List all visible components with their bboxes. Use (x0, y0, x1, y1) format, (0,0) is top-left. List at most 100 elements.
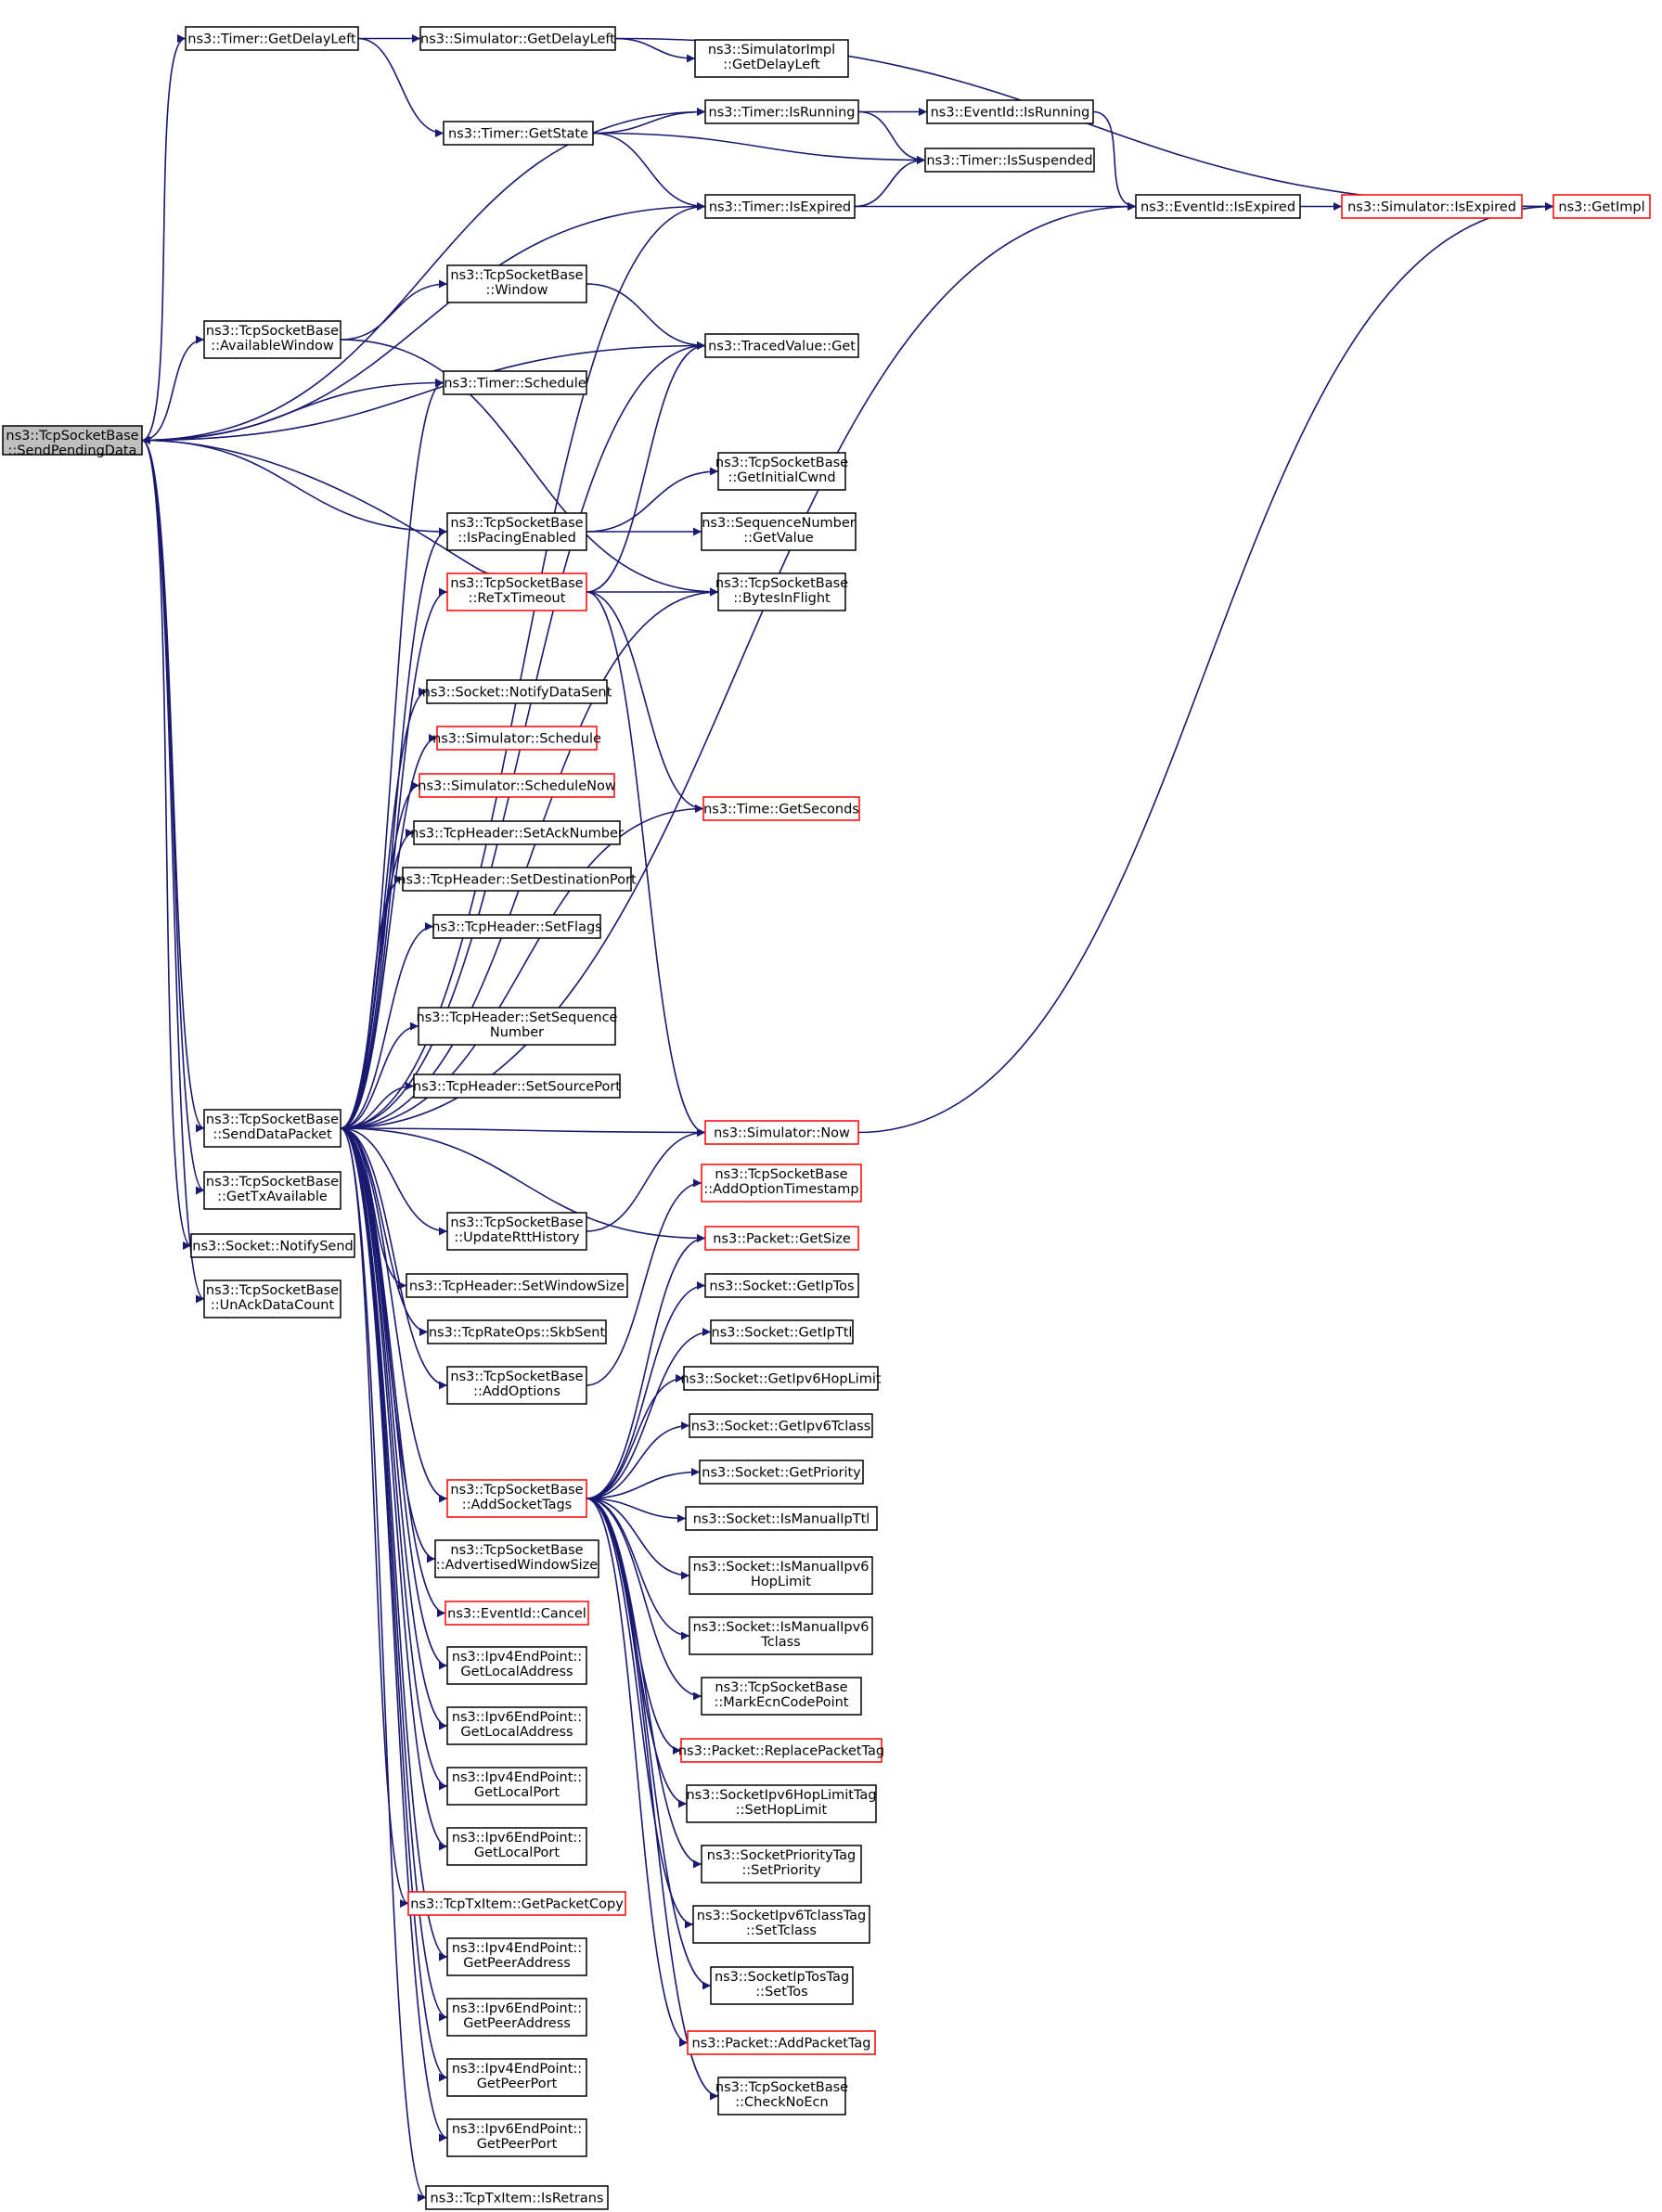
node-timer_getstate[interactable]: ns3::Timer::GetState (443, 121, 594, 146)
node-window[interactable]: ns3::TcpSocketBase::Window (446, 264, 587, 303)
node-settclass[interactable]: ns3::SocketIpv6TclassTag::SetTclass (692, 1905, 870, 1944)
edge-addsockettags-to-getipv6tclass (586, 1421, 690, 1499)
node-addsockettags[interactable]: ns3::TcpSocketBase::AddSocketTags (446, 1479, 587, 1518)
node-unackdatacount[interactable]: ns3::TcpSocketBase::UnAckDataCount (203, 1280, 341, 1318)
node-skbsent[interactable]: ns3::TcpRateOps::SkbSent (427, 1319, 607, 1344)
node-setflags[interactable]: ns3::TcpHeader::SetFlags (432, 914, 602, 939)
node-availablewindow[interactable]: ns3::TcpSocketBase::AvailableWindow (203, 320, 341, 359)
node-eventid_isexpired[interactable]: ns3::EventId::IsExpired (1135, 194, 1301, 219)
node-ipv6_getpeeraddress[interactable]: ns3::Ipv6EndPoint::GetPeerAddress (446, 1998, 587, 2037)
node-ipv4_getpeerport[interactable]: ns3::Ipv4EndPoint::GetPeerPort (446, 2058, 587, 2097)
node-ipv6_getpeerport[interactable]: ns3::Ipv6EndPoint::GetPeerPort (446, 2118, 587, 2157)
node-setpriority[interactable]: ns3::SocketPriorityTag::SetPriority (701, 1845, 862, 1884)
edge-send_pending-to-timer_getdelayleft (141, 34, 187, 442)
node-box (702, 796, 860, 821)
node-label-line1: ns3::Socket::NotifySend (192, 1240, 353, 1254)
node-box (689, 1616, 873, 1655)
node-box (704, 333, 859, 358)
node-sim_isexpired[interactable]: ns3::Simulator::IsExpired (1341, 194, 1523, 219)
node-addoptions[interactable]: ns3::TcpSocketBase::AddOptions (446, 1366, 587, 1405)
edge-senddatapacket-to-ipv6_getpeeraddress (340, 1127, 448, 2022)
node-timer_getdelayleft[interactable]: ns3::Timer::GetDelayLeft (185, 26, 359, 51)
node-getipv6tclass[interactable]: ns3::Socket::GetIpv6Tclass (689, 1413, 873, 1438)
node-simimpl_getdelayleft[interactable]: ns3::SimulatorImpl::GetDelayLeft (694, 39, 849, 78)
node-label-line1: ns3::TcpHeader::SetFlags (432, 920, 601, 935)
node-ismanualipttl[interactable]: ns3::Socket::IsManualIpTtl (685, 1506, 878, 1531)
node-ipv4_getlocaladdress[interactable]: ns3::Ipv4EndPoint::GetLocalAddress (446, 1646, 587, 1685)
node-label-line1: ns3::SocketIpv6TclassTag (697, 1909, 867, 1923)
node-senddatapacket[interactable]: ns3::TcpSocketBase::SendDataPacket (203, 1109, 341, 1148)
node-label-line2: GetPeerAddress (463, 1956, 571, 1971)
node-bytesinflight[interactable]: ns3::TcpSocketBase::BytesInFlight (715, 572, 848, 611)
node-notifydatasent[interactable]: ns3::Socket::NotifyDataSent (422, 679, 612, 704)
node-ipv6_getlocalport[interactable]: ns3::Ipv6EndPoint::GetLocalPort (446, 1827, 587, 1866)
node-getipttl[interactable]: ns3::Socket::GetIpTtl (710, 1319, 854, 1344)
node-addpackettag[interactable]: ns3::Packet::AddPacketTag (687, 2030, 876, 2055)
node-setdestinationport[interactable]: ns3::TcpHeader::SetDestinationPort (397, 867, 637, 892)
node-timer_isrunning[interactable]: ns3::Timer::IsRunning (704, 99, 859, 124)
node-addoptiontimestamp[interactable]: ns3::TcpSocketBase::AddOptionTimestamp (701, 1164, 862, 1202)
node-sim_schedule[interactable]: ns3::Simulator::Schedule (432, 726, 601, 751)
node-sim_schedulenow[interactable]: ns3::Simulator::ScheduleNow (418, 773, 616, 798)
node-isretrans[interactable]: ns3::TcpTxItem::IsRetrans (425, 2185, 609, 2210)
edge-timer_isexpired-to-timer_issuspended (854, 156, 926, 208)
node-label-line1: ns3::Ipv6EndPoint:: (452, 1710, 582, 1725)
node-getiptos[interactable]: ns3::Socket::GetIpTos (704, 1273, 859, 1298)
node-setsourceport[interactable]: ns3::TcpHeader::SetSourcePort (413, 1074, 621, 1099)
node-timer_schedule[interactable]: ns3::Timer::Schedule (443, 370, 587, 395)
node-tracedvalue_get[interactable]: ns3::TracedValue::Get (704, 333, 859, 358)
node-label-line1: ns3::SocketIpv6HopLimitTag (686, 1788, 876, 1803)
node-notifysend[interactable]: ns3::Socket::NotifySend (190, 1233, 355, 1258)
node-sim_now[interactable]: ns3::Simulator::Now (704, 1120, 859, 1145)
node-setacknumber[interactable]: ns3::TcpHeader::SetAckNumber (410, 820, 624, 845)
node-eventid_isrunning[interactable]: ns3::EventId::IsRunning (926, 99, 1094, 124)
node-getpacketcopy[interactable]: ns3::TcpTxItem::GetPacketCopy (407, 1891, 626, 1916)
node-checknoecn[interactable]: ns3::TcpSocketBase::CheckNoEcn (715, 2077, 848, 2116)
call-edges (141, 34, 1554, 2202)
node-ipv4_getlocalport[interactable]: ns3::Ipv4EndPoint::GetLocalPort (446, 1767, 587, 1806)
node-box (432, 914, 601, 939)
node-getipv6hoplimit[interactable]: ns3::Socket::GetIpv6HopLimit (680, 1366, 882, 1391)
node-setwindowsize[interactable]: ns3::TcpHeader::SetWindowSize (406, 1273, 628, 1298)
node-label-line2: ::AddOptions (473, 1384, 560, 1399)
edge-updaterttHistory-to-sim_now (586, 1128, 706, 1232)
node-seqnum_getvalue[interactable]: ns3::SequenceNumber::GetValue (701, 512, 857, 551)
node-label-line2: GetLocalAddress (460, 1665, 573, 1679)
node-markecncodepoint[interactable]: ns3::TcpSocketBase::MarkEcnCodePoint (701, 1677, 862, 1716)
node-getimpl[interactable]: ns3::GetImpl (1552, 194, 1651, 219)
node-label-line2: ::IsPacingEnabled (457, 531, 576, 546)
node-packet_getsize[interactable]: ns3::Packet::GetSize (704, 1226, 859, 1251)
node-send_pending[interactable]: ns3::TcpSocketBase::SendPendingData (2, 425, 143, 458)
node-getpriority[interactable]: ns3::Socket::GetPriority (699, 1460, 864, 1485)
node-ipv6_getlocaladdress[interactable]: ns3::Ipv6EndPoint::GetLocalAddress (446, 1706, 587, 1745)
node-box (686, 1784, 877, 1823)
node-settos[interactable]: ns3::SocketIpTosTag::SetTos (710, 1966, 854, 2005)
node-retxtimeout[interactable]: ns3::TcpSocketBase::ReTxTimeout (446, 572, 587, 611)
node-time_getseconds[interactable]: ns3::Time::GetSeconds (702, 796, 860, 821)
node-label-line2: ::AddSocketTags (462, 1498, 572, 1512)
node-advertisedwindowsize[interactable]: ns3::TcpSocketBase::AdvertisedWindowSize (434, 1539, 599, 1578)
node-replacepackettag[interactable]: ns3::Packet::ReplacePacketTag (678, 1738, 884, 1763)
node-timer_isexpired[interactable]: ns3::Timer::IsExpired (704, 194, 856, 219)
node-label-line1: ns3::TcpHeader::SetSourcePort (413, 1080, 621, 1095)
node-updaterttHistory[interactable]: ns3::TcpSocketBase::UpdateRttHistory (446, 1212, 587, 1251)
node-label-line1: ns3::Ipv4EndPoint:: (452, 1650, 582, 1665)
node-ispacingenabled[interactable]: ns3::TcpSocketBase::IsPacingEnabled (446, 512, 587, 551)
node-box (446, 2118, 587, 2157)
node-getinitialcwnd[interactable]: ns3::TcpSocketBase::GetInitialCwnd (715, 452, 848, 491)
node-eventid_cancel[interactable]: ns3::EventId::Cancel (444, 1601, 589, 1626)
node-ipv4_getpeeraddress[interactable]: ns3::Ipv4EndPoint::GetPeerAddress (446, 1937, 587, 1976)
node-sim_getdelayleft[interactable]: ns3::Simulator::GetDelayLeft (419, 26, 616, 51)
node-label-line1: ns3::Socket::GetIpv6HopLimit (680, 1372, 881, 1387)
node-timer_issuspended[interactable]: ns3::Timer::IsSuspended (924, 148, 1095, 173)
node-label-line2: ::SendPendingData (8, 444, 137, 458)
node-sethoplimit[interactable]: ns3::SocketIpv6HopLimitTag::SetHopLimit (686, 1784, 877, 1823)
node-gettxavailable[interactable]: ns3::TcpSocketBase::GetTxAvailable (203, 1171, 341, 1210)
node-label-line2: ::GetValue (743, 531, 814, 546)
node-box (699, 1460, 864, 1485)
node-box (402, 867, 632, 892)
node-box (444, 1601, 589, 1626)
